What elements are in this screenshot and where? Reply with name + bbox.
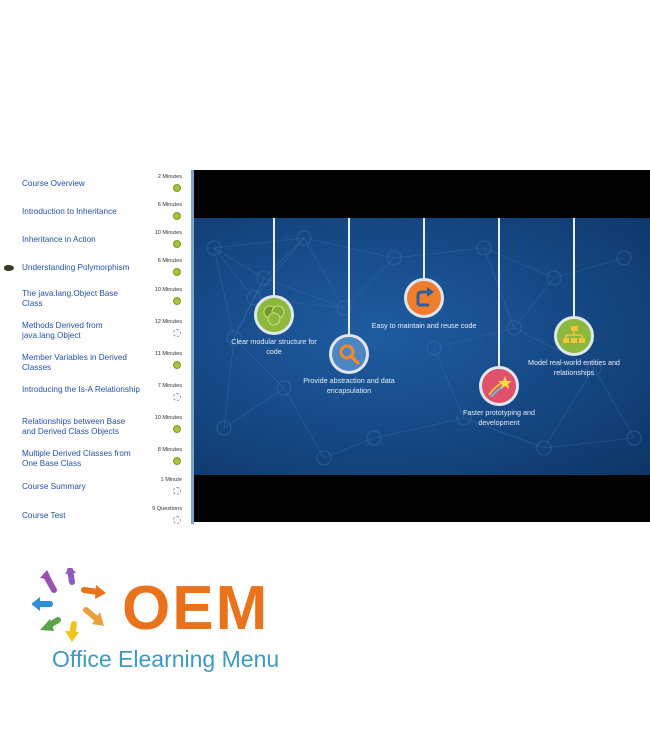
shooting-star-icon	[479, 366, 519, 406]
course-item[interactable]: Course Summary 1 Minute	[0, 477, 190, 507]
course-item-duration: 7 Minutes	[157, 383, 182, 389]
current-lesson-marker-icon	[4, 265, 14, 271]
not-started-status-icon	[173, 487, 181, 495]
completed-status-icon	[173, 240, 181, 248]
course-item-title: Multiple Derived Classes from One Base C…	[22, 449, 131, 468]
panel-divider[interactable]	[191, 170, 194, 524]
completed-status-icon	[173, 425, 181, 433]
feature-label: Provide abstraction and data encapsulati…	[303, 376, 395, 395]
hanging-string	[273, 218, 275, 297]
course-item-duration: 6 Minutes	[157, 258, 182, 264]
course-item[interactable]: Course Overview 2 Minutes	[0, 174, 190, 204]
course-item-title: Inheritance in Action	[22, 235, 96, 244]
course-item-duration: 6 Minutes	[157, 202, 182, 208]
magnifier-icon	[329, 334, 369, 374]
not-started-status-icon	[173, 516, 181, 524]
hanging-string	[423, 218, 425, 280]
course-item[interactable]: Member Variables in Derived Classes 11 Mi…	[0, 351, 190, 381]
completed-status-icon	[173, 212, 181, 220]
not-started-status-icon	[173, 393, 181, 401]
completed-status-icon	[173, 184, 181, 192]
course-item[interactable]: Course Test 9 Questions	[0, 506, 190, 536]
course-item-duration: 10 Minutes	[154, 287, 182, 293]
hanging-string	[573, 218, 575, 318]
hierarchy-icon	[554, 316, 594, 356]
course-item-duration: 10 Minutes	[154, 230, 182, 236]
feature-label: Clear modular structure for code	[231, 337, 317, 356]
course-item-duration: 2 Minutes	[157, 174, 182, 180]
course-item-duration: 10 Minutes	[154, 415, 182, 421]
course-item-duration: 8 Minutes	[157, 447, 182, 453]
course-item-title: The java.lang.Object Base Class	[22, 289, 119, 308]
course-item-title: Member Variables in Derived Classes	[22, 353, 127, 372]
course-item-title: Introducing the Is-A Relationship	[22, 385, 140, 394]
course-item[interactable]: Methods Derived from java.lang.Object 12 …	[0, 319, 190, 349]
hanging-string	[348, 218, 350, 336]
course-item[interactable]: Introducing the Is-A Relationship 7 Minut…	[0, 383, 190, 413]
course-item-title: Relationships between Base and Derived C…	[22, 417, 126, 436]
oem-logo: OEM Office Elearning Menu	[32, 568, 312, 688]
course-item-title: Understanding Polymorphism	[22, 263, 130, 272]
course-item[interactable]: Introduction to Inheritance 6 Minutes	[0, 202, 190, 232]
hanging-string	[498, 218, 500, 368]
course-item-duration: 11 Minutes	[155, 351, 182, 357]
completed-status-icon	[173, 457, 181, 465]
feature-label: Easy to maintain and reuse code	[371, 321, 477, 330]
logo-wordmark: OEM	[122, 574, 270, 643]
reuse-arrow-icon	[404, 278, 444, 318]
course-item-title: Course Overview	[22, 179, 85, 188]
modules-icon	[254, 295, 294, 335]
course-item-title: Course Summary	[22, 482, 86, 491]
course-item[interactable]: Inheritance in Action 10 Minutes	[0, 230, 190, 260]
course-item-title: Course Test	[22, 511, 66, 520]
feature-label: Model real-world entities and relationsh…	[528, 358, 620, 377]
completed-status-icon	[173, 297, 181, 305]
slide-background-network	[206, 230, 642, 466]
not-started-status-icon	[173, 329, 181, 337]
course-item[interactable]: Relationships between Base and Derived C…	[0, 415, 190, 445]
course-item-title: Introduction to Inheritance	[22, 207, 117, 216]
course-item-duration: 12 Minutes	[154, 319, 182, 325]
course-item[interactable]: Multiple Derived Classes from One Base C…	[0, 447, 190, 477]
completed-status-icon	[173, 361, 181, 369]
completed-status-icon	[173, 268, 181, 276]
course-item-duration: 1 Minute	[160, 477, 182, 483]
course-item-duration: 9 Questions	[152, 506, 182, 512]
course-item[interactable]: Understanding Polymorphism 6 Minutes	[0, 258, 190, 288]
feature-label: Faster prototyping and development	[463, 408, 535, 427]
logo-tagline: Office Elearning Menu	[52, 646, 280, 672]
course-item[interactable]: The java.lang.Object Base Class 10 Minute…	[0, 287, 190, 317]
course-item-title: Methods Derived from java.lang.Object	[22, 321, 103, 340]
arrows-circle-icon	[32, 568, 106, 642]
